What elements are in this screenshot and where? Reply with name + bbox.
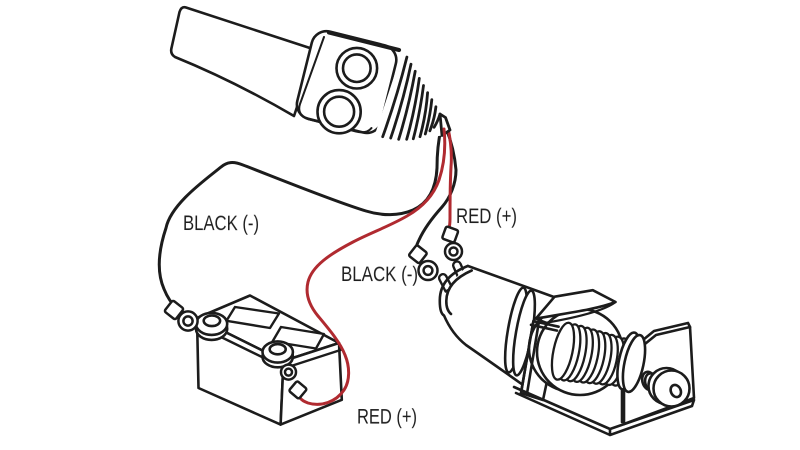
svg-text:BLACK (-): BLACK (-) [183,212,259,235]
svg-text:RED (+): RED (+) [456,205,517,228]
svg-text:RED (+): RED (+) [357,406,417,429]
svg-text:BLACK (-): BLACK (-) [341,263,418,286]
